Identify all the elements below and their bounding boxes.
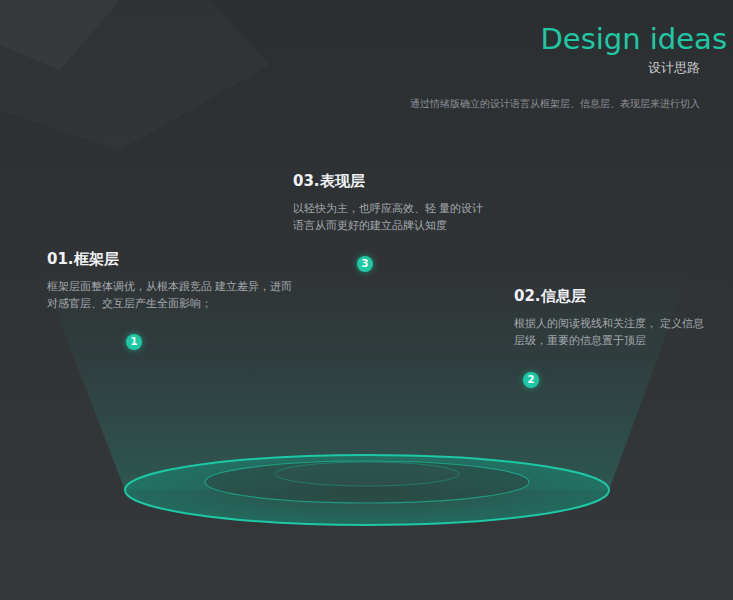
section-heading: 02.信息层 bbox=[514, 287, 586, 307]
platform-ring bbox=[205, 461, 529, 503]
title: Design ideas bbox=[540, 22, 727, 57]
platform-disc bbox=[125, 455, 609, 525]
section-heading: 03.表现层 bbox=[293, 172, 365, 192]
deco-shape bbox=[0, 0, 120, 70]
intro-text: 通过情绪版确立的设计语言从框架层、信息层、表现层来进行切入 bbox=[410, 96, 700, 113]
light-beam bbox=[40, 270, 690, 490]
leader-line bbox=[134, 351, 135, 484]
deco-shape bbox=[0, 0, 270, 150]
section-body: 框架层面整体调优，从根本跟竞品 建立差异，进而对感官层、交互层产生全面影响； bbox=[47, 278, 295, 313]
callout-circle: 1 bbox=[126, 334, 142, 350]
section-body: 根据人的阅读视线和关注度， 定义信息层级，重要的信息置于顶层 bbox=[514, 315, 714, 350]
section-heading: 01.框架层 bbox=[47, 250, 119, 270]
leader-line bbox=[365, 273, 366, 463]
section-body: 以轻快为主，也呼应高效、轻 量的设计语言从而更好的建立品牌认知度 bbox=[293, 200, 493, 235]
leader-line bbox=[531, 389, 532, 478]
callout-circle: 3 bbox=[357, 256, 373, 272]
subtitle: 设计思路 bbox=[648, 60, 700, 77]
callout-number: 1 bbox=[131, 337, 138, 347]
callout-circle: 2 bbox=[523, 372, 539, 388]
platform-ring bbox=[275, 462, 459, 486]
callout-number: 3 bbox=[362, 259, 369, 269]
callout-number: 2 bbox=[528, 375, 535, 385]
